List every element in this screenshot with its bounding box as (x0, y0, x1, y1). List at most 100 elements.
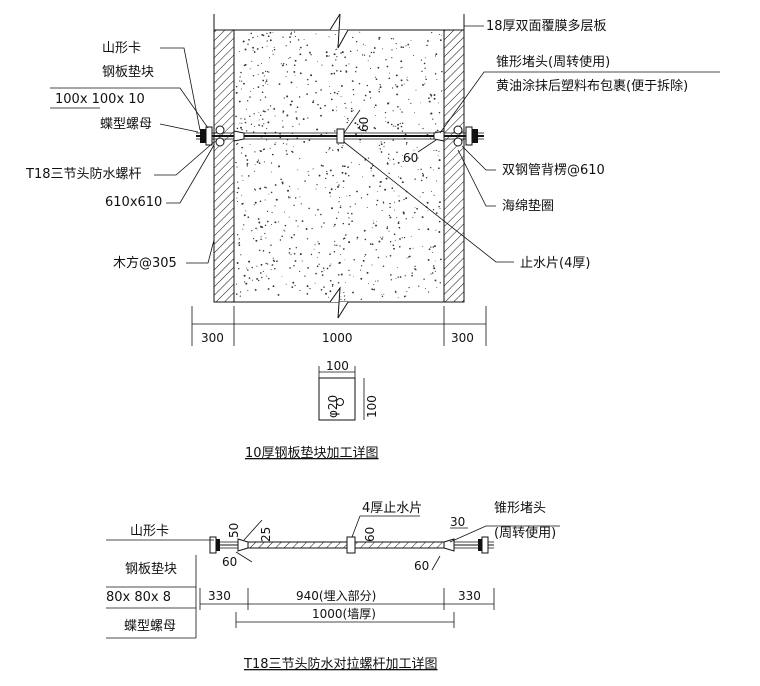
speckle-dot (349, 206, 351, 208)
speckle-dot (404, 275, 406, 277)
speckle-dot (403, 83, 405, 85)
speckle-dot (375, 221, 377, 222)
angle-mark-60: 60 (403, 151, 418, 165)
speckle-dot (288, 216, 290, 218)
speckle-dot (300, 46, 302, 49)
speckle-dot (289, 103, 292, 106)
speckle-dot (254, 170, 256, 172)
speckle-dot (340, 52, 342, 54)
speckle-dot (244, 118, 246, 120)
speckle-dot (283, 97, 285, 99)
speckle-dot (333, 225, 335, 227)
speckle-dot (392, 38, 394, 40)
speckle-dot (385, 59, 387, 61)
speckle-dot (248, 277, 251, 279)
speckle-dot (380, 141, 382, 143)
speckle-dot (318, 174, 321, 177)
speckle-dot (306, 93, 308, 95)
bolt-rod-embedded (247, 541, 445, 549)
speckle-dot (269, 105, 272, 107)
label-steel-pad: 钢板垫块 (102, 64, 154, 80)
speckle-dot (351, 220, 353, 223)
speckle-dot (325, 186, 327, 188)
speckle-dot (325, 151, 327, 154)
speckle-dot (391, 57, 393, 59)
speckle-dot (318, 252, 320, 254)
speckle-dot (272, 257, 274, 259)
speckle-dot (407, 80, 409, 82)
plate-hole-label: φ20 (326, 395, 340, 418)
speckle-dot (263, 161, 265, 163)
speckle-dot (329, 290, 332, 293)
speckle-dot (258, 111, 260, 113)
speckle-dot (252, 46, 255, 49)
speckle-dot (311, 227, 313, 230)
speckle-dot (348, 120, 350, 121)
speckle-dot (272, 53, 274, 55)
speckle-dot (379, 236, 381, 238)
speckle-dot (331, 109, 334, 112)
speckle-dot (279, 136, 282, 139)
speckle-dot (254, 151, 256, 153)
speckle-dot (394, 239, 396, 241)
speckle-dot (400, 79, 403, 82)
speckle-dot (355, 66, 358, 69)
speckle-dot (401, 130, 404, 132)
speckle-dot (404, 133, 407, 136)
speckle-dot (258, 119, 260, 121)
speckle-dot (274, 184, 277, 186)
speckle-dot (393, 233, 396, 236)
speckle-dot (254, 189, 257, 191)
speckle-dot (336, 56, 338, 58)
speckle-dot (340, 273, 343, 276)
speckle-dot (424, 57, 426, 59)
speckle-dot (344, 56, 346, 59)
speckle-dot (261, 46, 264, 49)
speckle-dot (382, 265, 385, 268)
speckle-dot (245, 210, 247, 212)
speckle-dot (371, 165, 374, 167)
speckle-dot (264, 224, 267, 227)
speckle-dot (415, 268, 417, 271)
speckle-dot (424, 67, 426, 69)
steel-plate-detail: 100 100 φ20 10厚钢板垫块加工详图 (245, 359, 379, 461)
speckle-dot (405, 45, 407, 47)
speckle-dot (314, 244, 316, 246)
speckle-dot (266, 220, 269, 223)
speckle-dot (266, 263, 269, 265)
speckle-dot (359, 31, 361, 33)
speckle-dot (249, 143, 251, 145)
speckle-dot (244, 121, 247, 124)
speckle-dot (235, 91, 238, 94)
speckle-dot (259, 150, 262, 153)
speckle-dot (378, 240, 381, 243)
speckle-dot (409, 255, 411, 258)
speckle-dot (276, 260, 278, 263)
speckle-dot (256, 48, 259, 50)
speckle-dot (397, 127, 400, 130)
speckle-dot (356, 238, 358, 240)
speckle-dot (372, 174, 375, 177)
speckle-dot (240, 71, 242, 74)
bolt-label-water-stop: 4厚止水片 (362, 501, 422, 516)
speckle-dot (306, 78, 309, 81)
speckle-dot (403, 198, 405, 201)
speckle-dot (416, 146, 418, 148)
speckle-dot (266, 210, 269, 213)
speckle-dot (318, 242, 320, 245)
speckle-dot (288, 252, 291, 254)
speckle-dot (236, 197, 238, 199)
speckle-dot (249, 115, 251, 118)
speckle-dot (317, 241, 319, 243)
speckle-dot (288, 247, 291, 250)
speckle-dot (397, 297, 399, 299)
speckle-dot (260, 272, 262, 274)
speckle-dot (398, 221, 400, 223)
speckle-dot (433, 94, 436, 96)
speckle-dot (378, 36, 381, 39)
speckle-dot (271, 224, 273, 225)
speckle-dot (274, 268, 276, 270)
speckle-dot (435, 53, 438, 56)
speckle-dot (364, 94, 367, 97)
speckle-dot (428, 248, 431, 251)
